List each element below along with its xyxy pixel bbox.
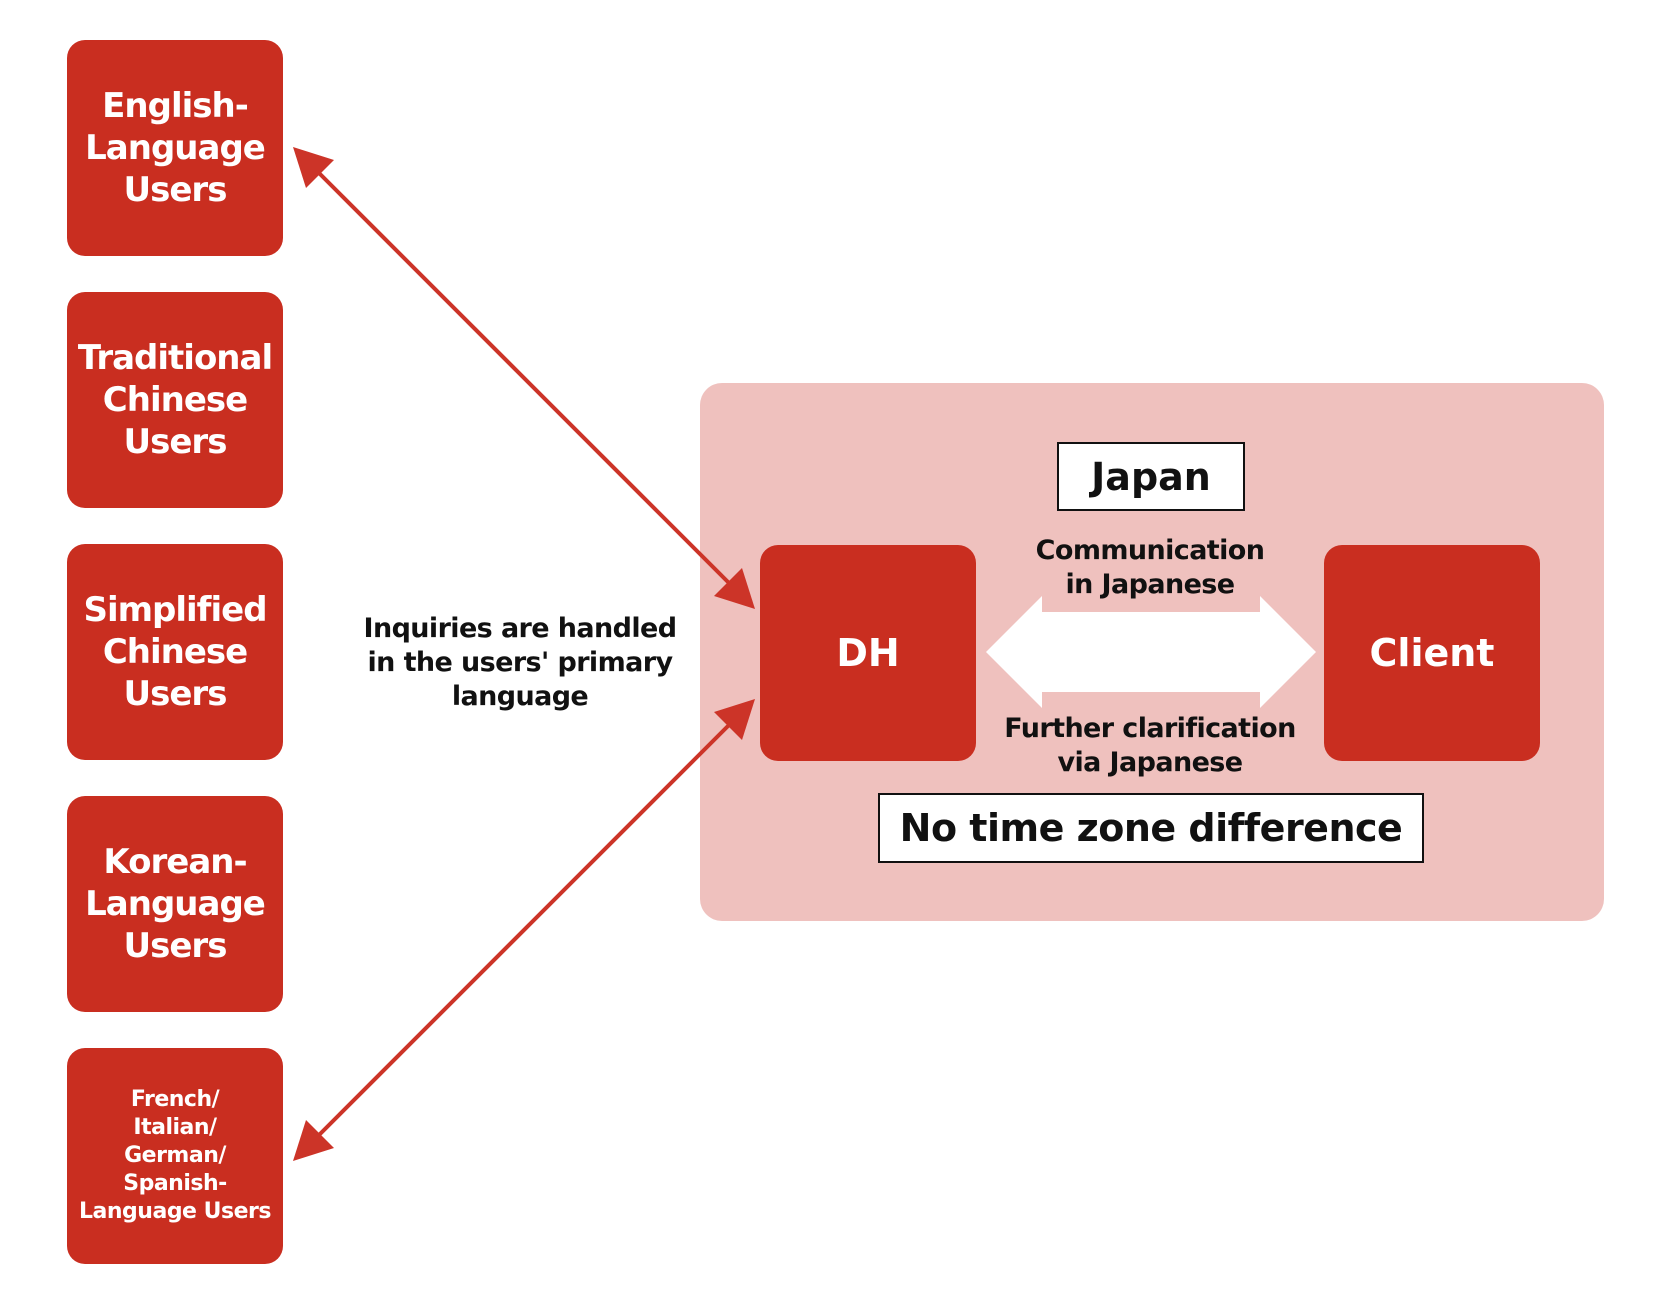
user-box-simplified-chinese: Simplified Chinese Users [67,544,283,760]
clarification-caption: Further clarification via Japanese [1004,713,1296,778]
user-box-traditional-chinese: Traditional Chinese Users [67,292,283,508]
dh-node: DH [760,545,976,761]
inquiry-caption: Inquiries are handled in the users' prim… [363,613,678,712]
user-label-simplified-chinese: Simplified Chinese Users [83,590,267,714]
european-dh-arrow-line [308,714,740,1146]
user-box-korean: Korean- Language Users [67,796,283,1012]
english-dh-arrow-line [308,162,740,594]
user-label-english: English- Language Users [85,86,266,210]
communication-caption: Communication in Japanese [1035,535,1265,600]
dh-node-label: DH [836,631,900,675]
japan-label: Japan [1057,442,1245,511]
client-node: Client [1324,545,1540,761]
timezone-label: No time zone difference [878,793,1424,863]
user-label-korean: Korean- Language Users [85,842,266,966]
user-label-european: French/ Italian/ German/ Spanish- Langua… [79,1087,271,1224]
user-label-traditional-chinese: Traditional Chinese Users [77,338,273,462]
user-box-european: French/ Italian/ German/ Spanish- Langua… [67,1048,283,1264]
client-node-label: Client [1369,631,1495,675]
european-arrowhead-icon [293,1120,334,1161]
english-arrowhead-icon [293,147,334,188]
user-box-english: English- Language Users [67,40,283,256]
